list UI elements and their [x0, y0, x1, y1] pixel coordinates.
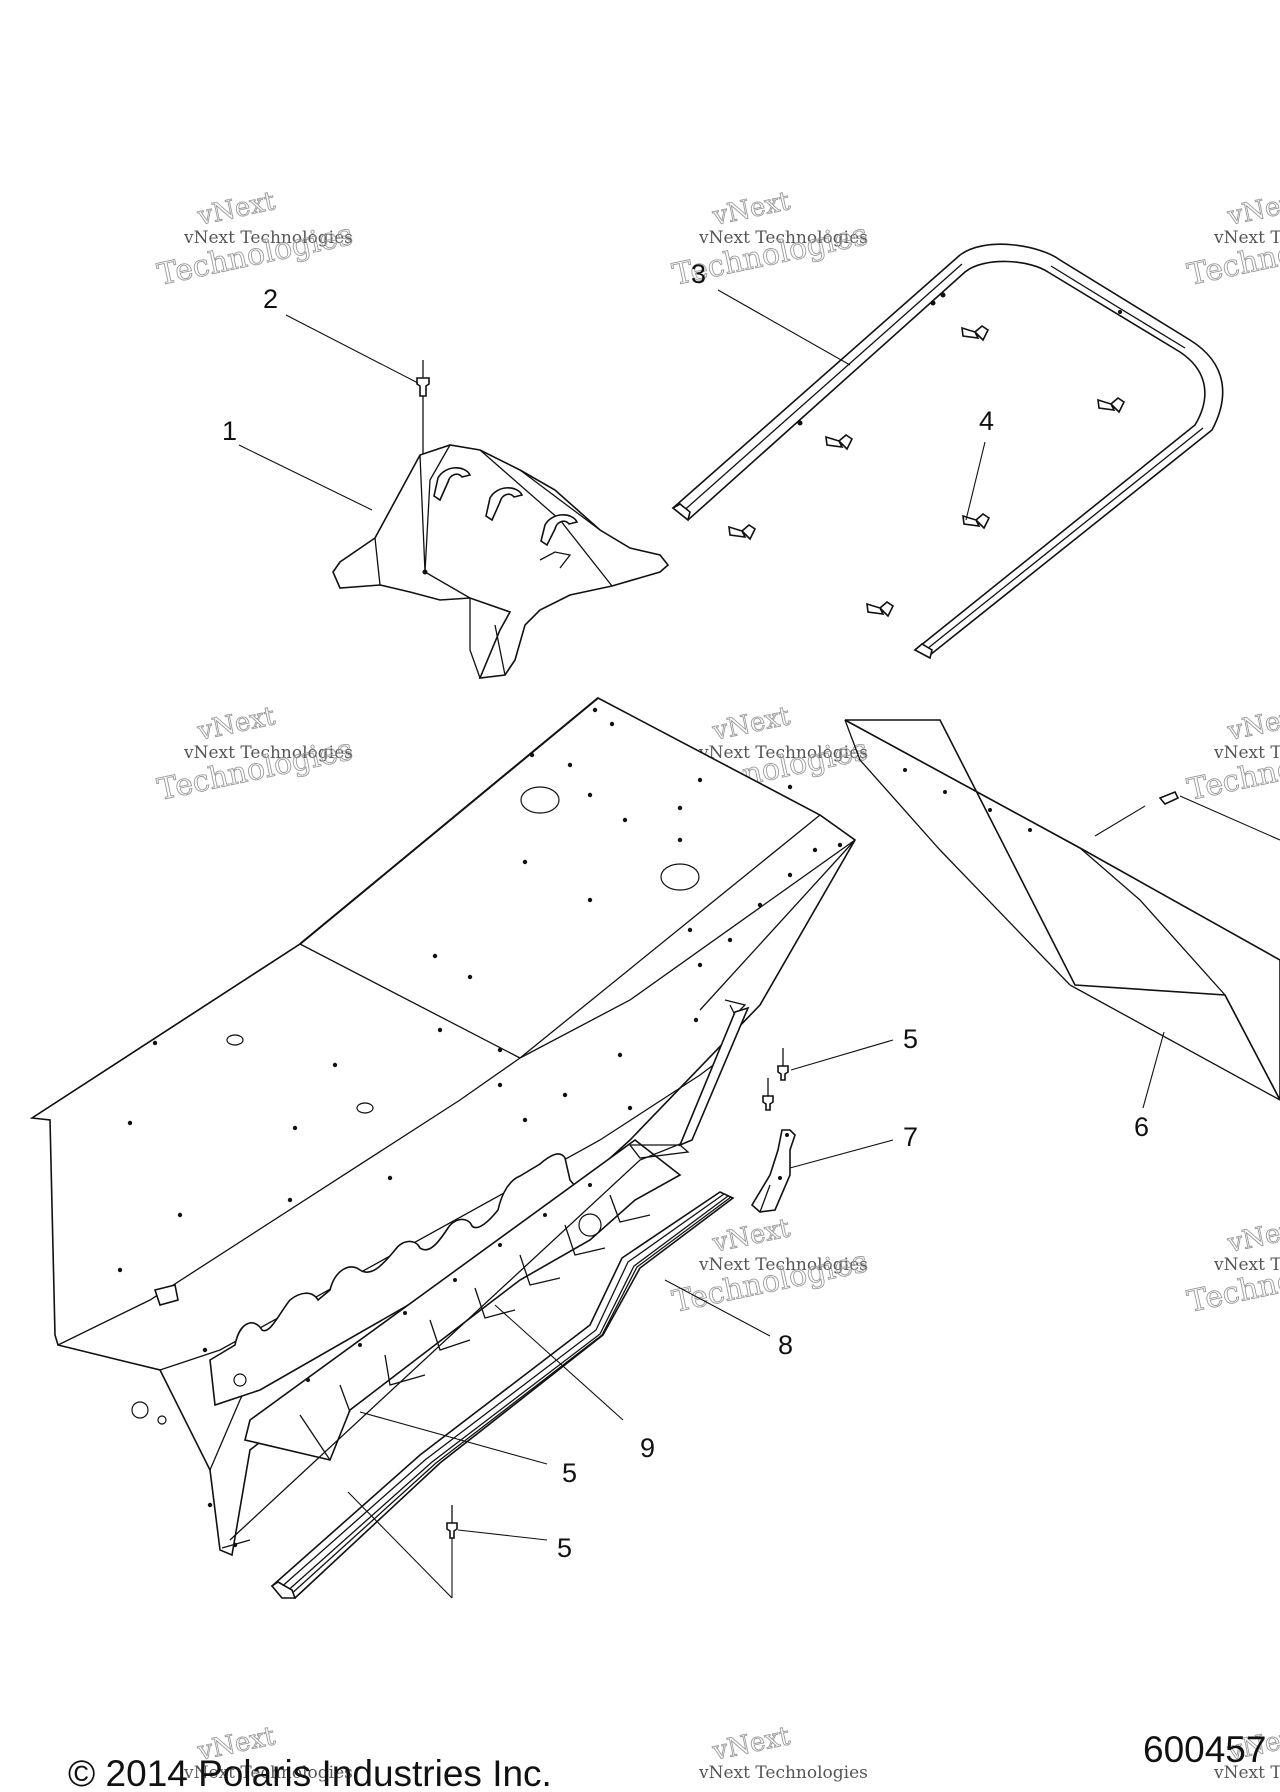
callout-5: 5 [562, 1458, 577, 1488]
leader-lines [238, 289, 1165, 1599]
figure-number: 600457 [1143, 1729, 1266, 1770]
callout-3: 3 [691, 259, 706, 289]
bracket-part-1 [332, 444, 670, 679]
svg-text:vNext Technologies: vNext Technologies [183, 228, 353, 248]
svg-text:vNext Technologies: vNext Technologies [183, 1763, 353, 1783]
watermark: vNext vNext Technologies Technologies [1184, 1213, 1280, 1321]
svg-text:vNext: vNext [1224, 701, 1280, 747]
bolt-part-2 [416, 360, 430, 455]
svg-text:vNext Technologies: vNext Technologies [698, 228, 868, 248]
callout-7: 7 [903, 1122, 918, 1152]
callout-2: 2 [263, 284, 278, 314]
watermark: vNext vNext Technologies Technologies [1184, 701, 1280, 809]
svg-text:vNext: vNext [709, 1213, 793, 1259]
watermark: vNext vNext Technologies Technologies [669, 1213, 871, 1321]
copyright-text: © 2014 Polaris Industries Inc. [68, 1753, 552, 1792]
watermark: vNext vNext Technologies Technologies [154, 701, 356, 809]
callout-1: 1 [222, 416, 237, 446]
wear-strip-part-8 [270, 1191, 735, 1599]
svg-text:vNext: vNext [1224, 186, 1280, 232]
watermark: vNext vNext Technologies Technologies [154, 186, 356, 294]
svg-text:vNext: vNext [709, 701, 793, 747]
watermark: vNext vNext Technologies [698, 1721, 868, 1783]
callout-9: 9 [640, 1433, 655, 1463]
svg-text:vNext Technologies: vNext Technologies [1213, 1255, 1280, 1275]
flap-part-6 [844, 719, 1280, 1101]
svg-text:vNext Technologies: vNext Technologies [1213, 228, 1280, 248]
svg-text:vNext Technologies: vNext Technologies [1213, 743, 1280, 763]
svg-text:vNext Technologies: vNext Technologies [698, 1255, 868, 1275]
svg-text:vNext: vNext [709, 186, 793, 232]
rivets-part-5 [446, 1048, 789, 1539]
bumper-part-3 [671, 243, 1224, 660]
svg-text:vNext Technologies: vNext Technologies [1213, 1763, 1280, 1783]
watermark: vNext vNext Technologies Technologies [669, 186, 871, 294]
watermark: vNext vNext Technologies Technologies [1184, 186, 1280, 294]
svg-text:vNext: vNext [194, 701, 278, 747]
bracket-part-7 [750, 1129, 796, 1213]
svg-text:vNext: vNext [194, 186, 278, 232]
svg-text:vNext Technologies: vNext Technologies [698, 1763, 868, 1783]
callout-5: 5 [903, 1024, 918, 1054]
tunnel-assembly [29, 697, 857, 1557]
svg-text:vNext: vNext [1224, 1213, 1280, 1259]
callout-8: 8 [778, 1330, 793, 1360]
svg-text:vNext Technologies: vNext Technologies [183, 743, 353, 763]
bolts-part-4 [728, 324, 1126, 618]
callout-4: 4 [979, 406, 994, 436]
svg-text:vNext: vNext [709, 1721, 793, 1767]
callout-6: 6 [1134, 1112, 1149, 1142]
svg-text:vNext Technologies: vNext Technologies [698, 743, 868, 763]
callout-5: 5 [557, 1533, 572, 1563]
callouts: 2 1 3 4 5 7 6 8 9 5 5 [222, 259, 1149, 1563]
